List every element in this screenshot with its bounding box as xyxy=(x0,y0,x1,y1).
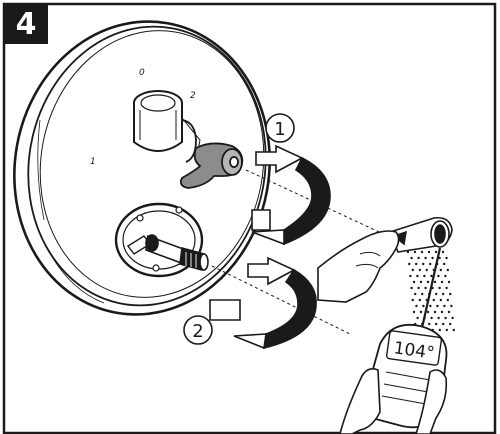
water-droplet xyxy=(417,287,419,289)
hand-icon xyxy=(318,231,399,302)
hand-shower-icon xyxy=(390,218,452,252)
water-droplet xyxy=(426,269,428,271)
water-droplet xyxy=(430,275,432,277)
water-droplet xyxy=(415,263,417,265)
water-droplet xyxy=(407,251,409,253)
water-droplet xyxy=(446,329,448,331)
water-droplet xyxy=(441,311,443,313)
water-droplet xyxy=(435,323,437,325)
water-droplet xyxy=(440,269,442,271)
plate-mark-one: 1 xyxy=(90,157,96,167)
water-droplet xyxy=(412,269,414,271)
water-droplet xyxy=(417,257,419,259)
water-droplet xyxy=(422,305,424,307)
water-droplet xyxy=(421,251,423,253)
plate-mark-zero: 0 xyxy=(139,68,145,78)
water-droplet xyxy=(443,305,445,307)
water-droplet xyxy=(410,257,412,259)
water-droplet xyxy=(413,281,415,283)
water-droplet xyxy=(449,323,451,325)
water-droplet xyxy=(429,263,431,265)
upper-valve-sleeve xyxy=(134,91,200,162)
water-droplet xyxy=(447,299,449,301)
water-droplet xyxy=(435,293,437,295)
water-droplet xyxy=(412,299,414,301)
callout-one: 1 xyxy=(266,114,294,142)
water-droplet xyxy=(448,281,450,283)
water-droplet xyxy=(428,323,430,325)
water-droplet xyxy=(438,287,440,289)
water-droplet xyxy=(431,257,433,259)
water-droplet xyxy=(430,317,432,319)
water-droplet xyxy=(445,287,447,289)
rotation-arrow-icon xyxy=(252,146,330,244)
temperature-handle xyxy=(181,143,242,188)
water-droplet xyxy=(415,305,417,307)
water-droplet xyxy=(442,251,444,253)
plate-mark-two: 2 xyxy=(190,91,196,101)
water-droplet xyxy=(420,311,422,313)
water-droplet xyxy=(422,263,424,265)
escutcheon-plate xyxy=(0,1,293,335)
water-droplet xyxy=(420,281,422,283)
step-number-badge: 4 xyxy=(4,4,48,44)
water-droplet xyxy=(445,257,447,259)
water-droplet xyxy=(424,257,426,259)
water-droplet xyxy=(447,269,449,271)
water-droplet xyxy=(436,305,438,307)
water-droplet xyxy=(448,311,450,313)
water-droplet xyxy=(414,251,416,253)
water-droplet xyxy=(434,311,436,313)
water-droplet xyxy=(437,317,439,319)
water-droplet xyxy=(453,329,455,331)
water-droplet xyxy=(419,269,421,271)
water-droplet xyxy=(427,281,429,283)
water-droplet xyxy=(435,251,437,253)
water-droplet xyxy=(444,317,446,319)
callout-one-label: 1 xyxy=(274,119,285,140)
water-droplet xyxy=(408,263,410,265)
water-droplet xyxy=(421,293,423,295)
water-droplet xyxy=(437,275,439,277)
callout-two: 2 xyxy=(184,316,212,344)
water-droplet xyxy=(444,275,446,277)
water-droplet xyxy=(442,293,444,295)
water-droplet xyxy=(419,299,421,301)
water-droplet xyxy=(451,317,453,319)
water-droplet xyxy=(428,251,430,253)
water-droplet xyxy=(427,311,429,313)
water-droplet xyxy=(450,305,452,307)
water-droplet xyxy=(409,275,411,277)
water-droplet xyxy=(416,317,418,319)
water-droplet xyxy=(424,287,426,289)
water-droplet xyxy=(434,281,436,283)
water-droplet xyxy=(429,305,431,307)
water-droplet xyxy=(441,281,443,283)
water-droplet xyxy=(443,263,445,265)
water-droplet xyxy=(439,329,441,331)
callout-two-label: 2 xyxy=(192,321,203,342)
water-droplet xyxy=(442,323,444,325)
rotation-arrow-icon xyxy=(210,258,316,348)
water-droplet xyxy=(414,293,416,295)
water-droplet xyxy=(416,275,418,277)
water-droplet xyxy=(440,299,442,301)
water-droplet xyxy=(413,311,415,313)
water-droplet xyxy=(423,275,425,277)
water-droplet xyxy=(433,299,435,301)
water-droplet xyxy=(449,293,451,295)
water-droplet xyxy=(410,287,412,289)
